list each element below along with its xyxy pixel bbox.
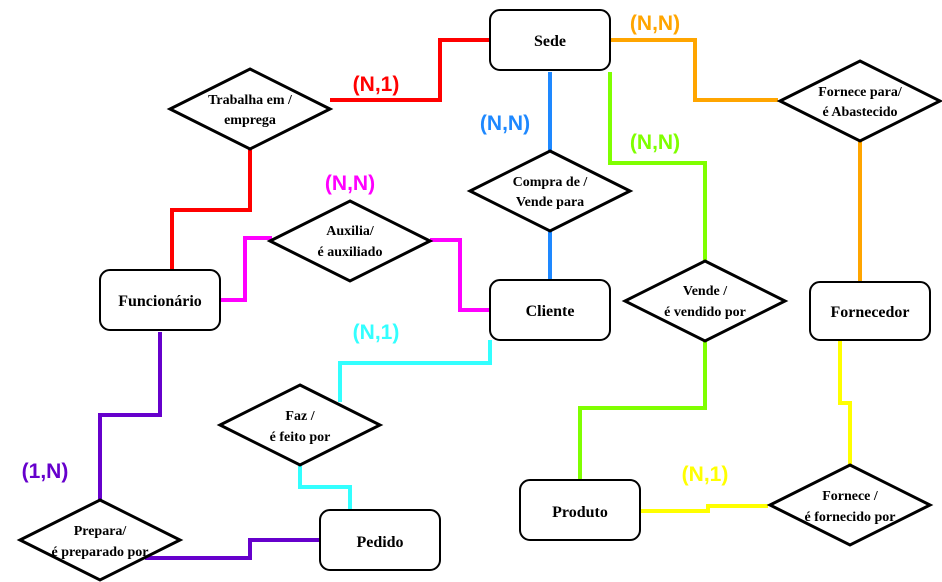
connector-funcionario-auxilia — [220, 236, 272, 302]
connector-trabalha-funcionario — [170, 148, 252, 288]
relationship-fornece: Fornece / é fornecido por — [766, 463, 934, 547]
entity-pedido-label: Pedido — [356, 534, 403, 551]
entity-cliente: Cliente — [489, 279, 611, 341]
connector-faz-pedido — [298, 465, 352, 510]
relationship-vende-line1: Vende / — [683, 284, 728, 299]
entity-fornecedor: Fornecedor — [809, 281, 931, 341]
relationship-auxilia-line2: é auxiliado — [318, 245, 383, 260]
relationship-compra-line1: Compra de / — [513, 175, 589, 190]
cardinality-fornece: (N,1) — [682, 463, 729, 486]
connector-funcionario-prepara — [98, 332, 162, 500]
connector-fornece-produto — [640, 504, 768, 513]
relationship-prepara: Prepara/ é preparado por — [16, 498, 184, 582]
entity-fornecedor-label: Fornecedor — [830, 304, 909, 321]
entity-sede: Sede — [489, 9, 611, 71]
entity-produto: Produto — [519, 479, 641, 541]
relationship-fornece-para-line1: Fornece para/ — [818, 85, 903, 100]
relationship-vende-line2: é vendido por — [664, 305, 746, 320]
connector-sede-vende — [608, 72, 707, 262]
entity-funcionario: Funcionário — [99, 269, 221, 331]
connector-trabalha — [330, 38, 490, 102]
connector-sede-fornece-para — [610, 38, 778, 102]
relationship-faz-line1: Faz / — [285, 409, 315, 424]
connector-vende-produto — [578, 340, 707, 480]
entity-sede-label: Sede — [534, 33, 566, 50]
cardinality-prepara: (1,N) — [22, 460, 69, 483]
relationship-trabalha: Trabalha em / emprega — [166, 67, 334, 151]
relationship-auxilia: Auxilia/ é auxiliado — [266, 199, 434, 283]
relationship-fornece-line2: é fornecido por — [805, 510, 896, 525]
relationship-auxilia-line1: Auxilia/ — [326, 224, 375, 239]
relationship-compra-line2: Vende para — [516, 195, 584, 210]
relationship-fornece-line1: Fornece / — [822, 489, 879, 504]
cardinality-auxilia: (N,N) — [325, 172, 375, 195]
entity-cliente-label: Cliente — [526, 303, 575, 320]
connector-auxilia-cliente — [430, 238, 490, 312]
relationship-fornece-para-line2: é Abastecido — [822, 105, 897, 120]
entity-produto-label: Produto — [552, 504, 608, 521]
relationship-fornece-para: Fornece para/ é Abastecido — [776, 59, 942, 143]
connector-prepara-pedido — [145, 538, 320, 560]
relationship-trabalha-line2: emprega — [224, 113, 276, 128]
relationship-prepara-line2: é preparado por — [52, 545, 149, 560]
entity-funcionario-label: Funcionário — [118, 293, 202, 310]
cardinality-faz: (N,1) — [353, 321, 400, 344]
cardinality-trabalha: (N,1) — [353, 73, 400, 96]
relationship-compra: Compra de / Vende para — [466, 149, 634, 233]
cardinality-sede-fornecedor: (N,N) — [630, 12, 680, 35]
relationship-prepara-line1: Prepara/ — [74, 524, 128, 539]
entity-pedido: Pedido — [319, 509, 441, 571]
relationship-trabalha-line1: Trabalha em / — [208, 93, 293, 108]
relationship-faz: Faz / é feito por — [216, 383, 384, 467]
cardinality-vende: (N,N) — [630, 131, 680, 154]
connector-cliente-faz — [338, 340, 492, 402]
connector-fornecedor-fornece — [838, 340, 852, 465]
relationship-vende: Vende / é vendido por — [621, 259, 789, 343]
cardinality-compra: (N,N) — [480, 112, 530, 135]
relationship-faz-line2: é feito por — [270, 430, 331, 445]
